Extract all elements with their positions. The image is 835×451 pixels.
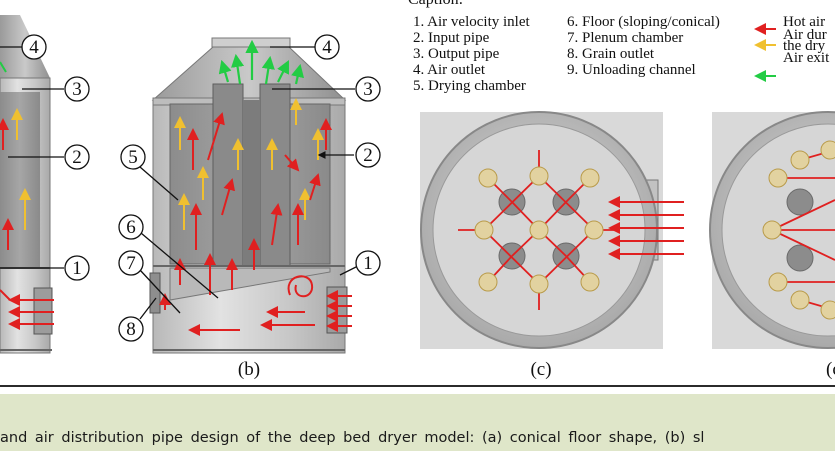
legend-item: 1. Air velocity inlet <box>413 14 530 30</box>
legend-air-exit: Air exit <box>783 50 830 66</box>
panel-a: 4 3 2 1 <box>0 15 90 354</box>
legend-item: 5. Drying chamber <box>413 78 526 94</box>
figure-illustration: 4 3 2 1 <box>0 15 835 380</box>
panel-b: 4 3 2 1 5 6 7 8 (b) <box>118 34 381 380</box>
legend-components-col2: 6. Floor (sloping/conical) 7. Plenum cha… <box>567 14 720 78</box>
b-callout-7: 7 <box>126 253 136 274</box>
legend-item: 6. Floor (sloping/conical) <box>567 14 720 30</box>
caption-band <box>0 394 835 451</box>
b-callout-6: 6 <box>126 217 136 238</box>
panel-d-label: (c <box>826 359 835 380</box>
legend-item: 9. Unloading channel <box>567 62 696 78</box>
figure-divider <box>0 385 835 387</box>
panel-c: (c) <box>420 111 684 380</box>
legend-item: 2. Input pipe <box>413 30 490 46</box>
panel-c-label: (c) <box>530 359 551 380</box>
b-callout-4: 4 <box>322 37 332 58</box>
a-callout-4: 4 <box>29 37 39 58</box>
legend-item: 3. Output pipe <box>413 46 500 62</box>
b-callout-2: 2 <box>363 145 373 166</box>
legend-item: 8. Grain outlet <box>567 46 655 62</box>
panel-b-label: (b) <box>238 359 260 380</box>
a-callout-2: 2 <box>72 147 82 168</box>
a-callout-3: 3 <box>72 79 82 100</box>
legend-item: 7. Plenum chamber <box>567 30 684 46</box>
b-callout-8: 8 <box>126 319 136 340</box>
figure-caption: and air distribution pipe design of the … <box>0 430 705 446</box>
legend-arrows <box>754 23 776 82</box>
legend-air-during: Air dur <box>783 27 827 43</box>
legend-item: 4. Air outlet <box>413 62 486 78</box>
legend-hot-air: Hot air <box>783 14 826 30</box>
caption-heading: Caption: <box>408 0 463 8</box>
panel-d: (c <box>709 111 835 380</box>
legend-the-dryer: the dry <box>783 38 826 54</box>
legend-components-col1: 1. Air velocity inlet 2. Input pipe 3. O… <box>413 14 530 94</box>
b-callout-3: 3 <box>363 79 373 100</box>
legend-arrow-labels: Hot air Air dur the dry Air exit <box>783 14 830 66</box>
b-callout-1: 1 <box>363 253 373 274</box>
b-callout-5: 5 <box>128 147 138 168</box>
a-callout-1: 1 <box>72 258 82 279</box>
